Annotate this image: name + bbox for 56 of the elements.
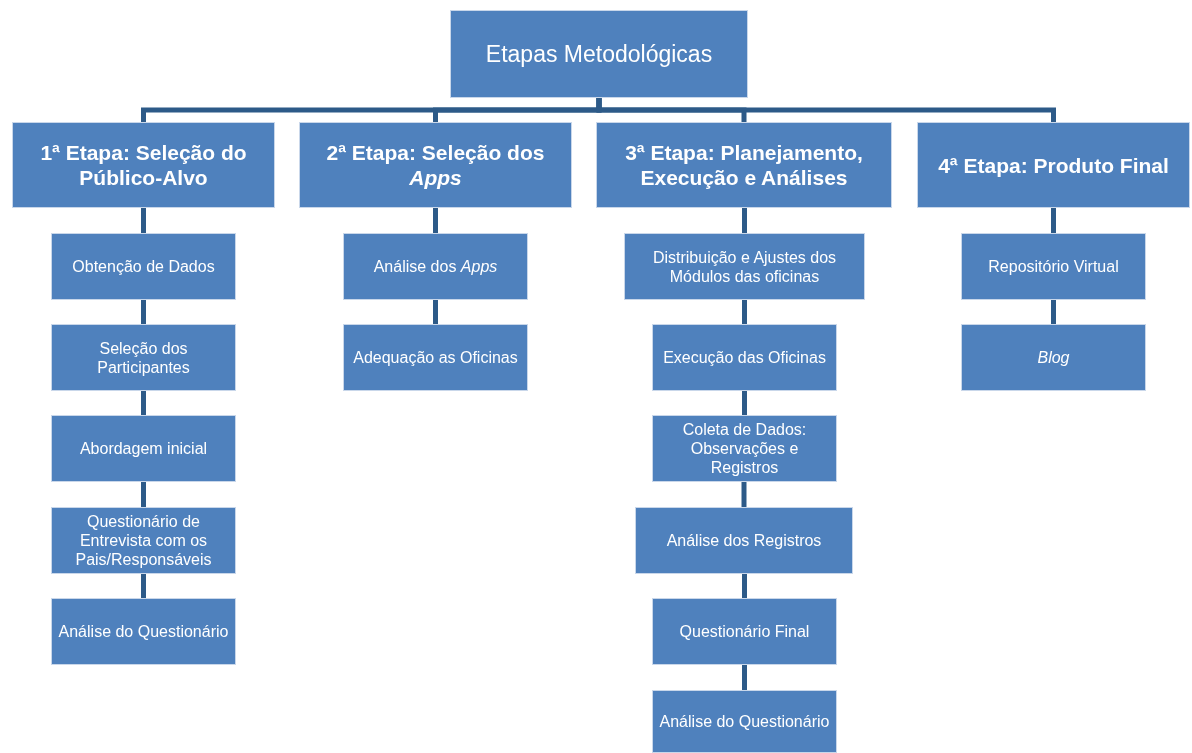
box-label: Análise dos Apps xyxy=(373,257,498,276)
box-label: Repositório Virtual xyxy=(988,257,1119,276)
process-box xyxy=(624,233,865,300)
box-label: Seleção dos Participantes xyxy=(96,338,191,377)
process-box xyxy=(652,324,837,391)
process-box xyxy=(51,233,236,300)
process-box xyxy=(51,415,236,482)
box-label: Análise dos Registros xyxy=(666,531,822,550)
box-label: Abordagem inicial xyxy=(79,439,208,458)
connector-line xyxy=(742,574,747,598)
connector-line xyxy=(141,300,146,324)
connector-line xyxy=(141,574,146,598)
box-label: Coleta de Dados: Observações e Registros xyxy=(681,420,808,477)
process-box xyxy=(596,122,892,208)
box-label: 3ª Etapa: Planejamento, Execução e Análises xyxy=(624,140,864,190)
connector-line xyxy=(596,98,1056,122)
process-box xyxy=(652,415,837,482)
connector-line xyxy=(141,391,146,415)
process-box xyxy=(51,598,236,665)
box-label: Análise do Questionário xyxy=(58,622,229,641)
box-label: Adequação as Oficinas xyxy=(353,348,518,367)
process-box xyxy=(51,507,236,574)
process-box xyxy=(343,233,528,300)
box-label: Distribuição e Ajustes dos Módulos das oficinas xyxy=(651,247,838,286)
process-box xyxy=(961,324,1146,391)
box-label: Execução das Oficinas xyxy=(663,348,826,367)
process-box xyxy=(961,233,1146,300)
box-label: 4ª Etapa: Produto Final xyxy=(938,152,1169,178)
process-box xyxy=(343,324,528,391)
connector-line xyxy=(742,391,747,415)
box-label: 2ª Etapa: Seleção dos Apps xyxy=(325,140,546,190)
connector-line xyxy=(141,482,146,507)
process-box xyxy=(652,690,837,753)
connector-line xyxy=(741,482,747,507)
connector-line xyxy=(1051,300,1056,324)
process-box xyxy=(917,122,1190,208)
box-label: 1ª Etapa: Seleção do Público-Alvo xyxy=(39,140,248,190)
connector-line xyxy=(433,208,438,233)
process-box xyxy=(635,507,853,574)
connector-line xyxy=(141,208,146,233)
connector-line xyxy=(742,300,747,324)
box-label: Questionário de Entrevista com os Pais/Responsáveis xyxy=(74,512,213,569)
box-label: Análise do Questionário xyxy=(659,712,830,731)
box-label: Etapas Metodológicas xyxy=(485,40,713,69)
process-box xyxy=(299,122,572,208)
box-label: Blog xyxy=(1037,348,1070,367)
box-label: Questionário Final xyxy=(679,622,810,641)
connector-line xyxy=(742,208,747,233)
connector-line xyxy=(742,665,747,690)
process-box xyxy=(652,598,837,665)
connector-line xyxy=(433,300,438,324)
process-box xyxy=(51,324,236,391)
process-box xyxy=(12,122,275,208)
process-box xyxy=(450,10,748,98)
connector-line xyxy=(1051,208,1056,233)
box-label: Obtenção de Dados xyxy=(72,257,215,276)
